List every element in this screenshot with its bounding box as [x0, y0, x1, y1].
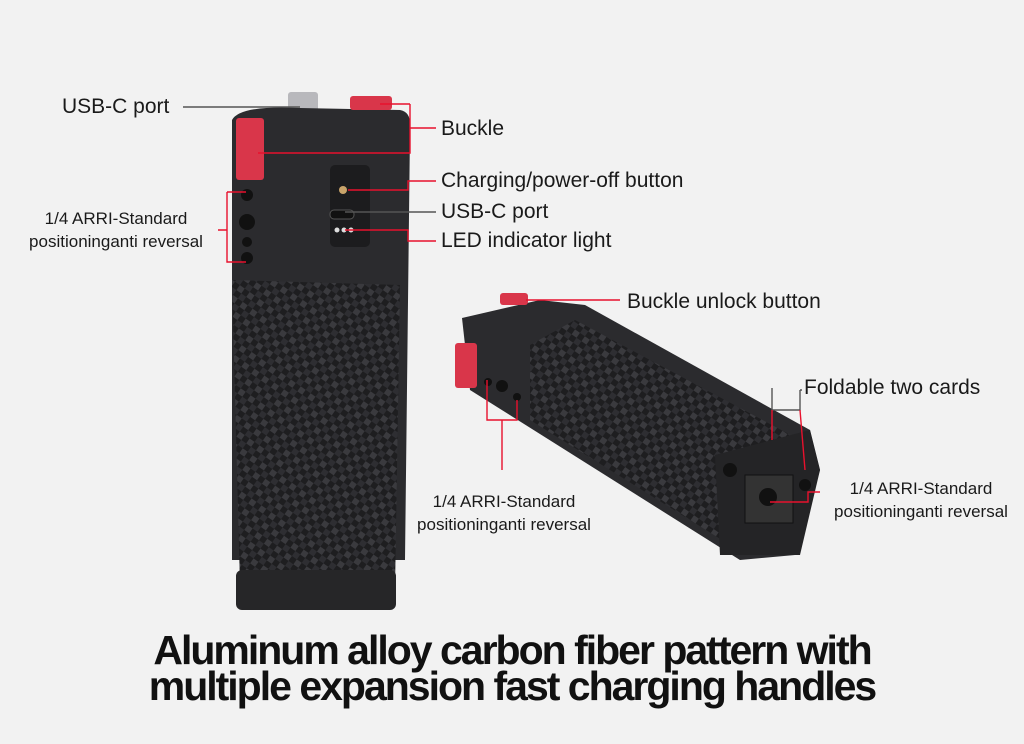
- vertical-handle: [232, 92, 411, 610]
- buckle-side: [455, 343, 477, 388]
- label-charging-button: Charging/power-off button: [441, 169, 684, 192]
- leader-lines: [183, 103, 820, 503]
- buckle-unlock-button: [500, 293, 528, 305]
- headline: Aluminum alloy carbon fiber pattern with…: [0, 627, 1024, 709]
- horizontal-handle: [455, 293, 820, 560]
- buckle-left: [236, 118, 264, 180]
- label-usb-c-top: USB-C port: [62, 95, 170, 118]
- arri-left-line1: 1/4 ARRI-Standard: [44, 209, 188, 228]
- headline-line1: Aluminum alloy carbon fiber pattern with: [153, 627, 872, 673]
- buckle-top: [350, 96, 392, 110]
- label-buckle-unlock: Buckle unlock button: [627, 290, 821, 313]
- label-arri-right: 1/4 ARRI-Standard positioninganti revers…: [820, 477, 1022, 523]
- arri-mid-line2: positioninganti reversal: [417, 515, 591, 534]
- charging-button: [339, 186, 347, 194]
- label-buckle: Buckle: [441, 117, 505, 140]
- label-led: LED indicator light: [441, 229, 612, 252]
- label-usb-c-side: USB-C port: [441, 200, 549, 223]
- headline-line2: multiple expansion fast charging handles: [148, 663, 878, 709]
- arri-mid-line1: 1/4 ARRI-Standard: [432, 492, 576, 511]
- arri-left-line2: positioninganti reversal: [29, 232, 203, 251]
- label-arri-left: 1/4 ARRI-Standard positioninganti revers…: [14, 207, 218, 253]
- control-panel: [330, 165, 370, 247]
- arri-right-line2: positioninganti reversal: [834, 502, 1008, 521]
- label-foldable: Foldable two cards: [804, 376, 981, 399]
- label-arri-mid: 1/4 ARRI-Standard positioninganti revers…: [402, 490, 606, 536]
- arri-right-line1: 1/4 ARRI-Standard: [849, 479, 993, 498]
